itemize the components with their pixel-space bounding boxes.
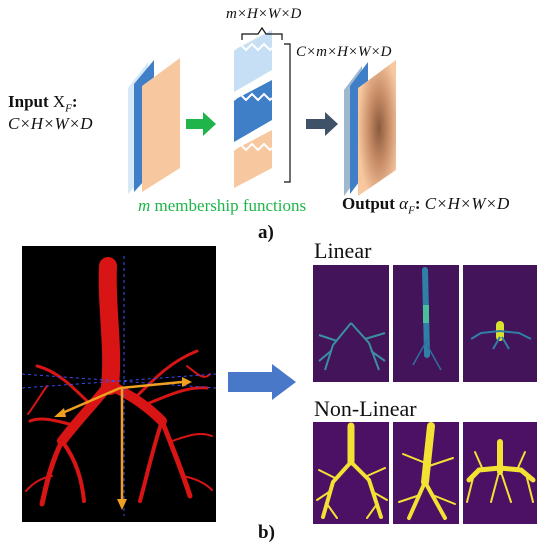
input-feature-stack [128,58,180,194]
panel-b-label: b) [258,522,275,543]
nonlinear-mask-1 [313,422,389,524]
output-dims: C×H×W×D [424,194,510,213]
nonlinear-mask-3 [463,422,537,524]
nonlinear-masks [313,422,537,524]
input-dims: C×H×W×D [8,114,93,133]
top-dims: m×H×W×D [226,6,302,22]
input-var: X [52,92,66,111]
linear-heatmap-3 [463,265,537,382]
green-arrow [186,112,216,136]
input-sub: F [65,102,72,115]
membership-label: m membership functions [138,196,306,216]
input-colon: : [71,92,78,111]
nonlinear-mask-2 [393,422,459,524]
membership-text: membership functions [154,196,307,215]
membership-slices [233,30,273,188]
output-feature-stack [344,60,396,196]
blue-arrow [228,364,296,400]
output-colon: : [414,194,421,213]
top-brace [241,26,283,40]
input-prefix: Input [8,92,49,111]
output-prefix: Output [342,194,395,213]
linear-title: Linear [314,238,372,263]
linear-heatmap-2 [393,265,459,382]
input-label: Input XF: [8,92,78,118]
membership-m: m [138,196,151,215]
output-label: Output αF: C×H×W×D [342,194,509,216]
right-dims: C×m×H×W×D [296,44,392,60]
output-sub: F [408,204,415,217]
linear-heatmap-1 [313,265,389,382]
panel-a-label: a) [258,222,274,243]
output-var: α [399,194,409,213]
dark-arrow [306,112,338,136]
airway-tree-image [22,246,216,522]
right-bracket [284,43,291,183]
panel-a-diagram [128,26,396,196]
linear-heatmaps [313,265,537,382]
nonlinear-title: Non-Linear [314,396,417,421]
